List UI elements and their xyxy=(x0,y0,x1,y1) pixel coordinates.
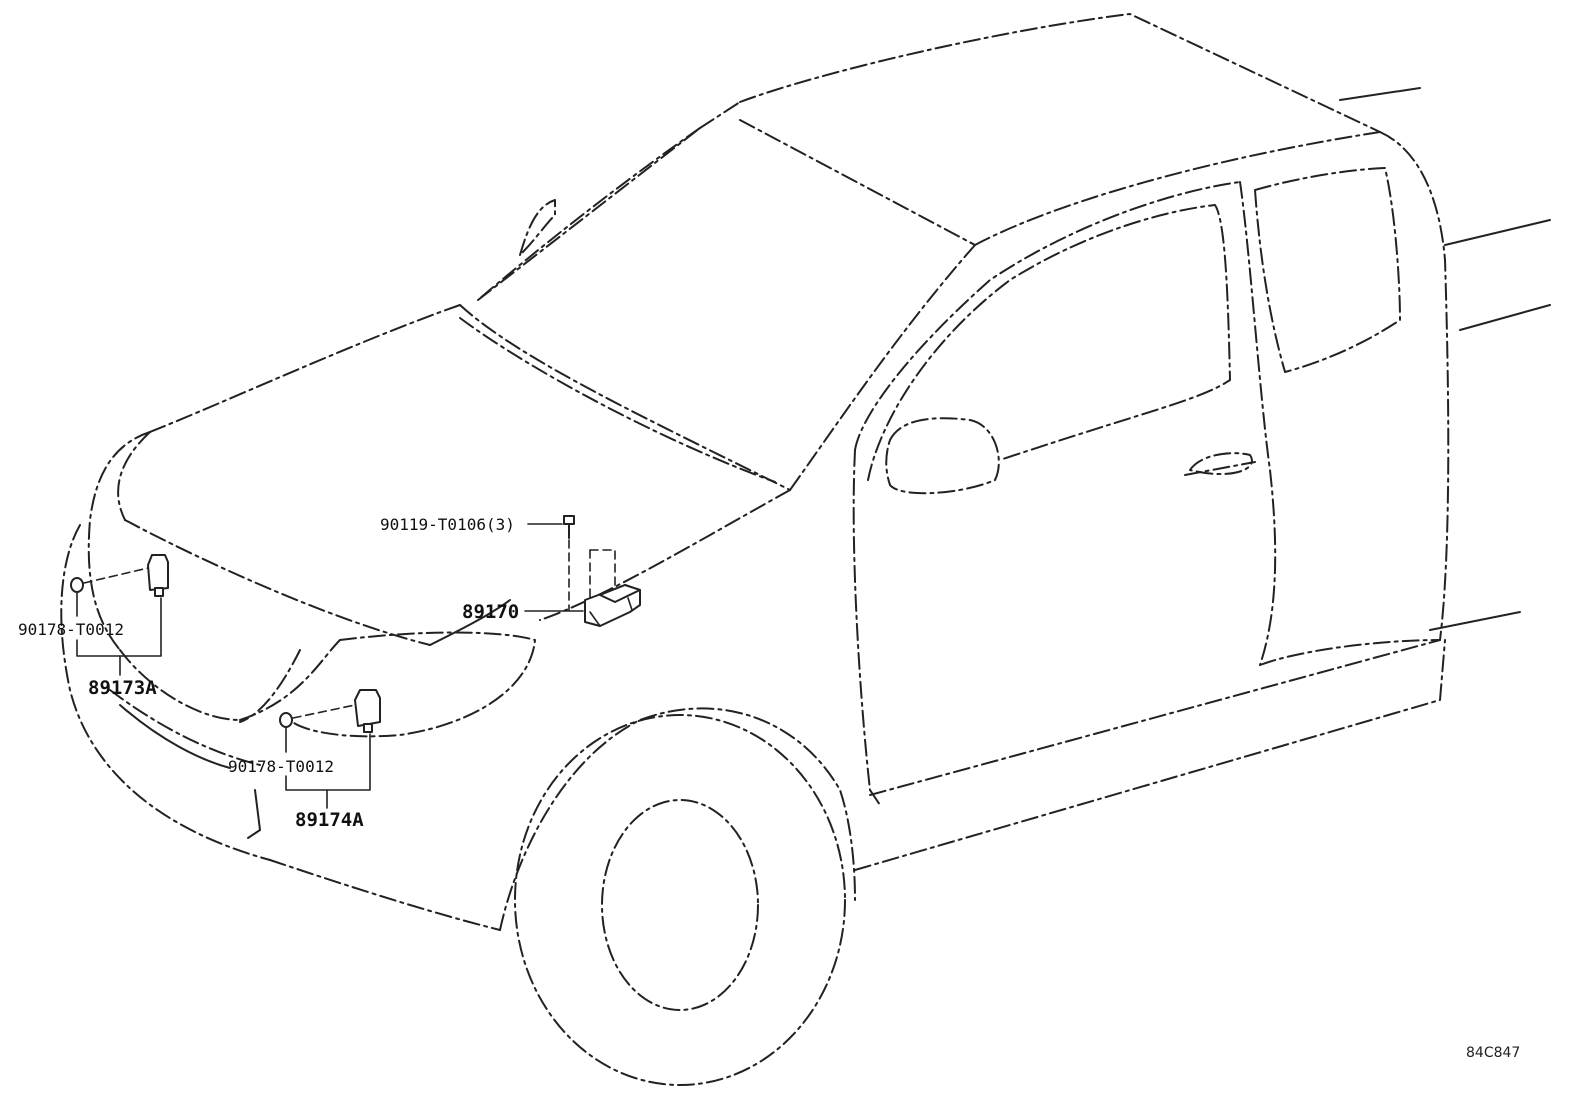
center-airbag-sensor xyxy=(584,584,641,627)
leader-lines xyxy=(76,523,584,809)
left-nut xyxy=(70,567,149,593)
vehicle-outline xyxy=(60,13,1551,1086)
bolt-fastener xyxy=(563,515,616,611)
right-front-sensor xyxy=(354,689,381,733)
callout-labels: 90119-T0106(3) 89170 90178-T0012 89173A … xyxy=(18,515,1520,1061)
center-sensor-part-number: 89170 xyxy=(462,601,519,623)
right-nut xyxy=(279,704,356,728)
bolt-part-number: 90119-T0106(3) xyxy=(380,515,515,534)
right-nut-part-number: 90178-T0012 xyxy=(228,757,334,776)
illustration-code: 84C847 xyxy=(1466,1045,1520,1061)
parts xyxy=(70,515,641,733)
right-sensor-part-number: 89174A xyxy=(295,809,364,831)
left-nut-part-number: 90178-T0012 xyxy=(18,620,124,639)
left-sensor-part-number: 89173A xyxy=(88,677,157,699)
left-front-sensor xyxy=(147,554,169,597)
